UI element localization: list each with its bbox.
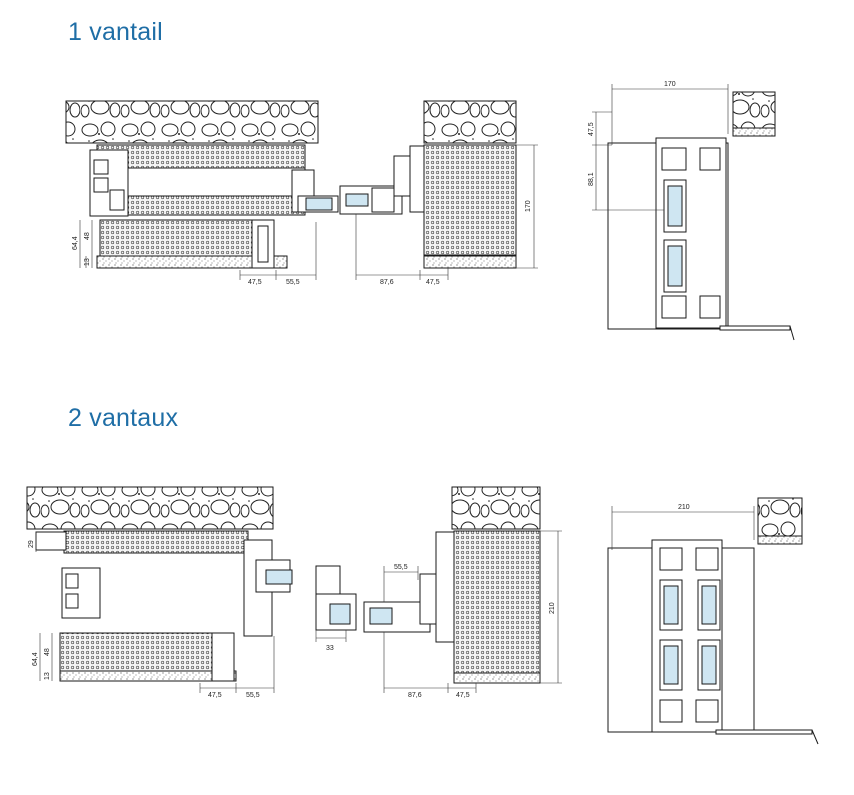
glass-pane-mid-2 — [329, 603, 351, 625]
glass-pane-right — [345, 193, 369, 207]
insulation-left-upper-2 — [63, 530, 249, 554]
elevation-section-1-vantail — [592, 84, 795, 341]
sill-left — [96, 255, 288, 269]
insulation-left-lower-2 — [59, 632, 213, 672]
section-title-1-vantail: 1 vantail — [68, 18, 163, 46]
dim-2-s-top: 210 — [678, 504, 690, 511]
dim-1-v3: 13 — [84, 258, 91, 266]
dim-2-d3: 87,6 — [408, 692, 422, 699]
stone-wall-left — [65, 100, 319, 144]
sill-left-2 — [59, 670, 237, 682]
dim-2-v2: 48 — [44, 648, 51, 656]
sill-right-2 — [453, 672, 541, 684]
glass-pane-left — [305, 197, 333, 211]
stone-lintel-2 — [757, 497, 803, 537]
dim-2-v1: 64,4 — [32, 652, 39, 666]
dim-1-d2: 55,5 — [286, 279, 300, 286]
dim-1-v1: 64,4 — [72, 236, 79, 250]
dim-1-v2: 48 — [84, 232, 91, 240]
dim-1-d4: 47,5 — [426, 279, 440, 286]
plan-section-2-vantaux — [26, 486, 562, 693]
dim-1-s-v2: 88,1 — [588, 172, 595, 186]
dim-2-v4: 210 — [549, 602, 556, 614]
sill-right — [423, 255, 517, 269]
plan-section-1-vantail — [65, 100, 538, 280]
dim-2-d4: 47,5 — [456, 692, 470, 699]
dim-1-s-top: 170 — [664, 81, 676, 88]
section-title-2-vantaux: 2 vantaux — [68, 404, 179, 432]
insulation-right — [423, 144, 517, 256]
dim-2-d1: 47,5 — [208, 692, 222, 699]
dim-2-d5: 33 — [326, 645, 334, 652]
dim-1-v4: 170 — [525, 200, 532, 212]
stone-wall-right — [423, 100, 517, 144]
dim-2-v3: 13 — [44, 672, 51, 680]
glass-pane-left-2 — [265, 569, 293, 585]
dim-2-d2: 55,5 — [246, 692, 260, 699]
stone-wall-left-2 — [26, 486, 274, 530]
dim-1-s-v1: 47,5 — [588, 122, 595, 136]
elevation-section-2-vantaux — [607, 497, 819, 745]
glass-pane-right-2 — [369, 607, 393, 625]
stone-wall-right-2 — [451, 486, 541, 530]
dim-1-d3: 87,6 — [380, 279, 394, 286]
stone-lintel-1 — [732, 91, 776, 129]
dim-1-d1: 47,5 — [248, 279, 262, 286]
insulation-right-2 — [453, 530, 541, 674]
dim-2-d6: 55,5 — [394, 564, 408, 571]
dim-2-v5: 29 — [28, 540, 35, 548]
insulation-left-lower — [99, 219, 253, 257]
